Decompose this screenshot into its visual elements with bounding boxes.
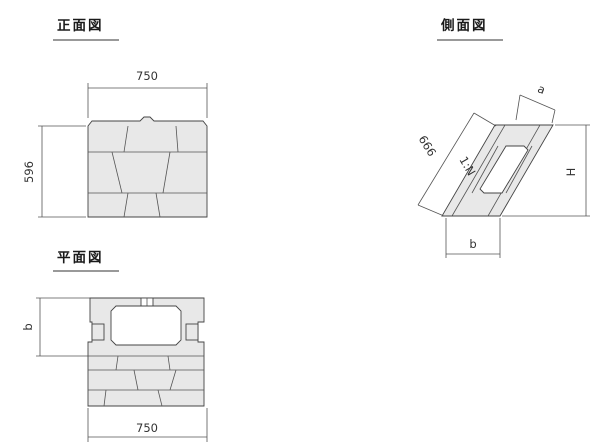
plan-joint [169, 369, 177, 391]
front-view-title: 正面図 [57, 18, 104, 34]
plan-depth-label: b [21, 323, 35, 330]
side-b-label: b [469, 237, 476, 251]
side-length-ext-bottom [417, 204, 445, 217]
front-block-outline [87, 116, 208, 218]
plan-view-title: 平面図 [57, 250, 104, 266]
side-a-label: a [536, 81, 548, 97]
front-joint [123, 192, 129, 218]
side-length-label: 666 [416, 133, 440, 159]
front-view: 正面図 750 596 [22, 18, 208, 218]
plan-right-notch [185, 323, 199, 341]
side-view-title: 側面図 [440, 17, 488, 34]
side-a-ext-right [551, 109, 556, 124]
front-joint [111, 151, 123, 194]
front-joint [155, 192, 161, 218]
plan-hollow [110, 305, 182, 346]
side-face-line [451, 124, 506, 217]
side-hollow [479, 145, 529, 194]
front-joint [123, 125, 129, 153]
front-width-label: 750 [136, 69, 158, 83]
plan-joint [115, 355, 119, 371]
side-joint [471, 145, 499, 194]
side-length-dimension-line [417, 112, 475, 206]
side-length-ext-top [473, 112, 497, 127]
side-view: 側面図 a 666 1:N H b [416, 17, 590, 258]
side-joint [505, 145, 533, 194]
plan-left-notch [91, 323, 105, 341]
plan-joint [133, 369, 139, 391]
plan-width-label: 750 [136, 421, 158, 435]
side-h-label: H [564, 168, 578, 177]
plan-joint [157, 389, 163, 407]
plan-joint [103, 389, 107, 407]
plan-joint [167, 355, 171, 371]
side-a-dimension-line [519, 94, 556, 111]
plan-view: 平面図 b 750 [21, 250, 208, 442]
front-joint [175, 125, 179, 153]
front-joint [162, 151, 171, 194]
side-a-ext-left [515, 94, 521, 121]
front-height-label: 596 [22, 161, 36, 183]
